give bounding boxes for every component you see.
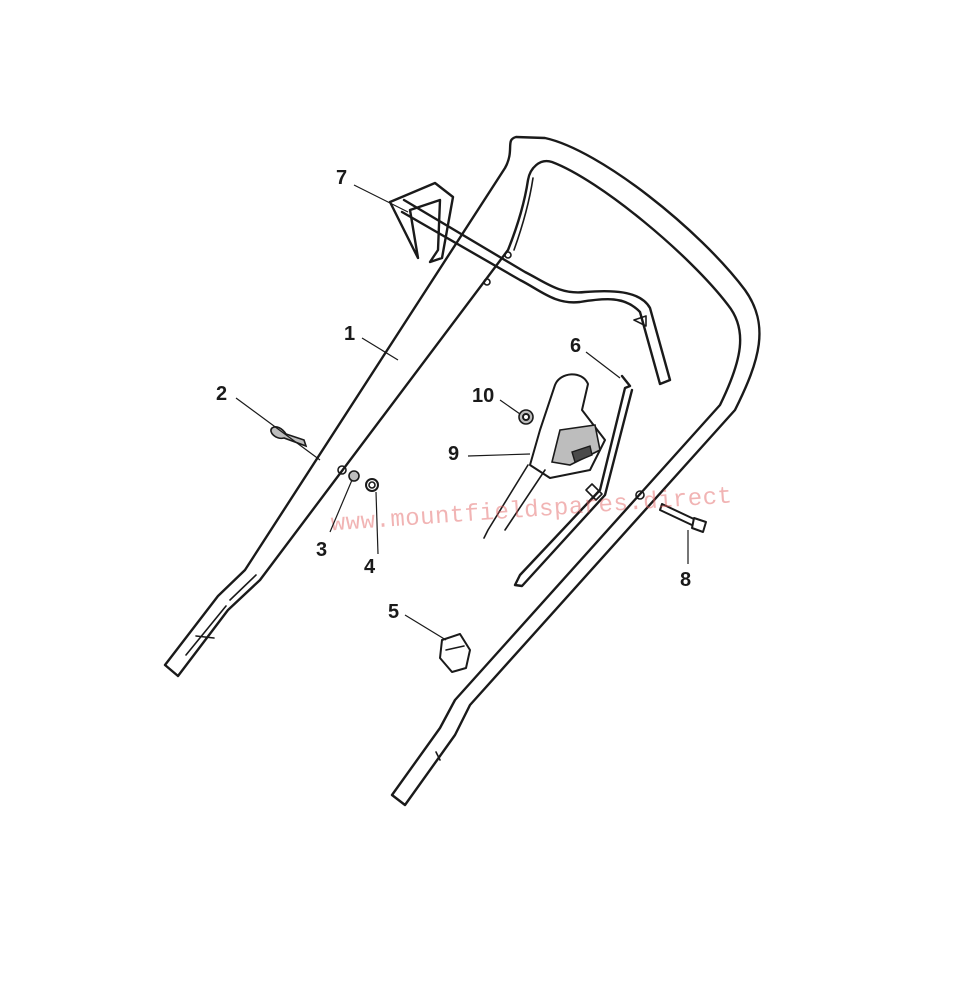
- watermark-text: www.mountfieldspares.direct: [330, 483, 733, 538]
- callout-8: 8: [680, 569, 691, 591]
- callout-6: 6: [570, 335, 581, 357]
- washer: [348, 470, 360, 482]
- callout-5: 5: [388, 601, 399, 623]
- callout-1: 1: [344, 323, 355, 345]
- bolt: [659, 503, 707, 533]
- callouts: 1 2 3 4 5 6 7 8 9 10: [216, 167, 691, 623]
- callout-4: 4: [364, 556, 376, 578]
- callout-3: 3: [316, 539, 327, 561]
- lever-link: [513, 374, 634, 588]
- bail-bar: [388, 181, 672, 386]
- callout-10: 10: [472, 385, 494, 407]
- leader-lines: [235, 184, 689, 641]
- cable-clip: [439, 633, 471, 673]
- callout-2: 2: [216, 383, 227, 405]
- nut: [518, 409, 534, 425]
- handle-tube: [163, 135, 761, 807]
- control-unit: [483, 373, 606, 539]
- knob-nut: [365, 478, 379, 492]
- callout-9: 9: [448, 443, 459, 465]
- callout-7: 7: [336, 167, 347, 189]
